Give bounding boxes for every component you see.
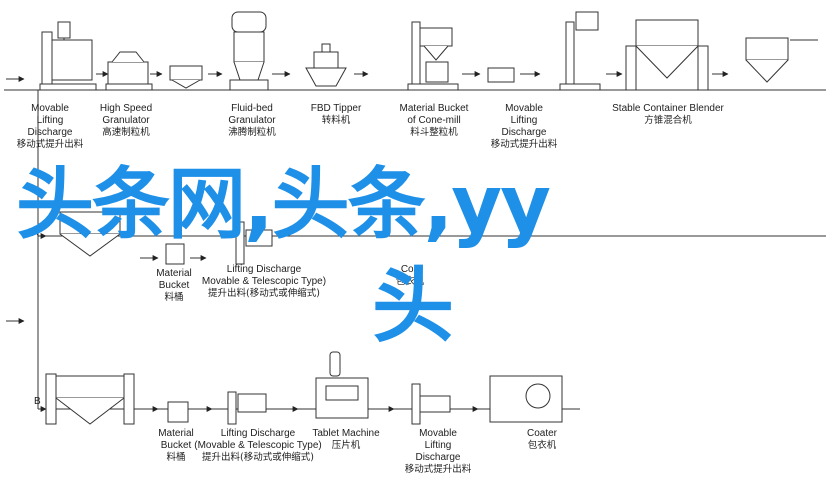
fbd-tipper (305, 43, 347, 87)
fluid-bed-granulator (229, 11, 269, 91)
label-bot-2: Lifting Discharge(Movable & Telescopic T… (194, 428, 322, 463)
watermark-line-1: 头条网,头条,yy (16, 160, 551, 250)
row-tag-b: B (34, 396, 41, 407)
watermark-line-2: 头 (372, 259, 454, 354)
movable-lifting-discharge-2 (559, 11, 601, 91)
middle-bucket (165, 243, 185, 265)
label-top-7: Stable Container Blender 方锥混合机 (612, 103, 724, 126)
bottom-bucket (167, 401, 189, 423)
high-speed-granulator (105, 51, 153, 91)
label-mid-3: Coa 包衣机 (395, 264, 425, 287)
stable-container-blender (625, 19, 818, 91)
movable-lifting-discharge-1 (39, 21, 97, 91)
bottom-movable-lifter (411, 383, 451, 425)
transfer-hopper (169, 65, 203, 89)
material-bucket-small (487, 67, 515, 83)
label-top-4: FBD Tipper 转料机 (310, 103, 362, 126)
coater (489, 375, 563, 423)
bottom-blender (45, 373, 135, 425)
cone-mill-bucket (407, 21, 459, 91)
bottom-lifter (227, 391, 267, 425)
tablet-machine (315, 351, 369, 419)
row-tag-a: A (32, 228, 39, 239)
middle-blender (59, 211, 121, 257)
label-bot-3: Tablet Machine 压片机 (312, 428, 380, 451)
label-bot-5: Coater 包衣机 (526, 428, 558, 451)
middle-lifter (235, 221, 273, 265)
